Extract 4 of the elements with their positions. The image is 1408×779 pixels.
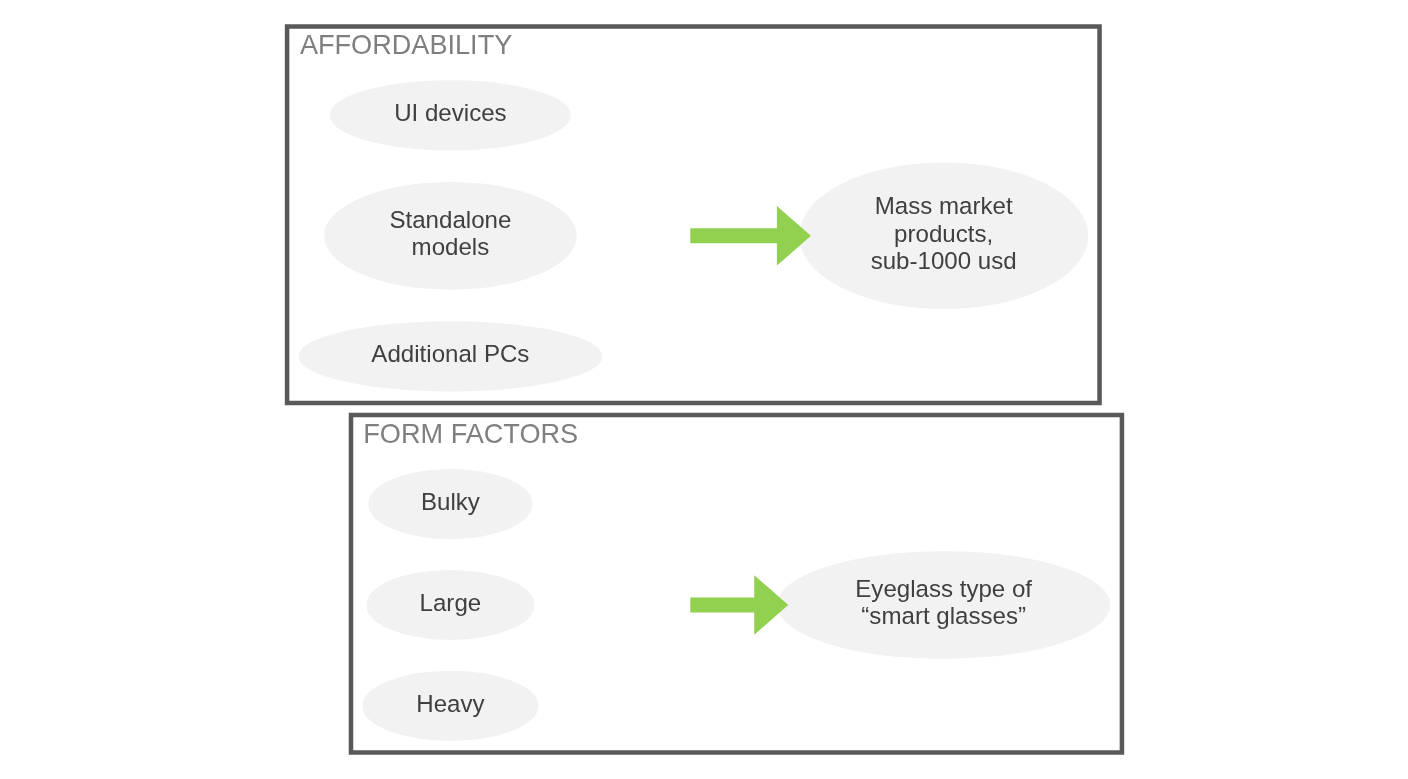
arrow xyxy=(689,206,811,266)
arrow xyxy=(689,575,788,635)
node-ellipse: Eyeglass type of “smart glasses” xyxy=(776,551,1110,659)
node-ellipse: Mass market products, sub-1000 usd xyxy=(798,162,1088,310)
